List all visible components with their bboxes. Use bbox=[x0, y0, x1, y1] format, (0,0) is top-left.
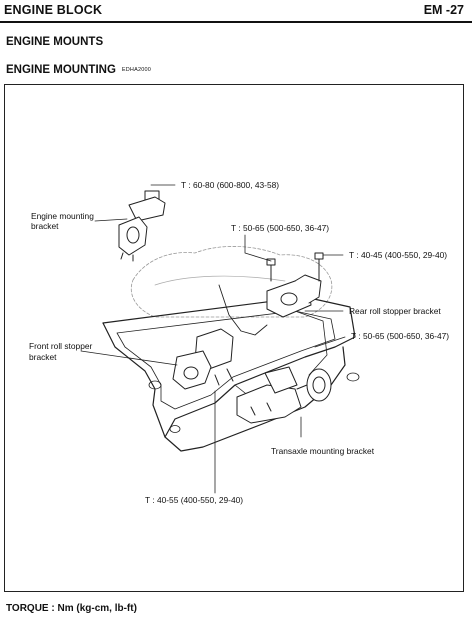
subframe-center-tube bbox=[218, 284, 268, 336]
engine-mount-illustration bbox=[80, 184, 360, 494]
engine-outline bbox=[130, 246, 333, 318]
subsection-heading: ENGINE MOUNTING EDHA2000 bbox=[6, 64, 151, 76]
label-torque-top: T : 60-80 (600-800, 43-58) bbox=[181, 180, 280, 190]
label-engine-bracket-line2: bracket bbox=[31, 221, 59, 231]
label-torque-right2: T : 50-65 (500-650, 36-47) bbox=[351, 331, 450, 341]
leader-torque-mid bbox=[244, 234, 272, 262]
diagram-frame: T : 60-80 (600-800, 43-58) Engine mounti… bbox=[4, 84, 464, 592]
subframe-brace bbox=[294, 310, 328, 376]
page-header: ENGINE BLOCK EM -27 bbox=[0, 0, 472, 23]
subframe-hole-1 bbox=[148, 380, 162, 390]
label-front-roll-line2: bracket bbox=[29, 352, 57, 362]
label-engine-bracket-line1: Engine mounting bbox=[31, 211, 94, 221]
rear-roll-stopper-part bbox=[266, 252, 324, 318]
section-heading: ENGINE MOUNTS bbox=[6, 36, 104, 48]
subframe-front-rail bbox=[102, 322, 166, 438]
engine-mounting-bracket-part bbox=[118, 190, 166, 262]
header-section-title: ENGINE BLOCK bbox=[4, 3, 103, 17]
label-torque-bottom: T : 40-55 (400-550, 29-40) bbox=[145, 495, 244, 505]
leader-torque-right2 bbox=[314, 336, 346, 348]
subframe-inner bbox=[116, 310, 336, 410]
subframe-hole-2 bbox=[169, 425, 181, 433]
leader-engine-bracket bbox=[94, 218, 128, 222]
label-torque-mid: T : 50-65 (500-650, 36-47) bbox=[231, 223, 330, 233]
transaxle-mounting-part bbox=[236, 366, 332, 424]
subframe-hole-3 bbox=[346, 372, 360, 382]
engine-inner-line bbox=[154, 275, 286, 286]
leader-front-roll bbox=[80, 350, 178, 366]
front-roll-stopper-part bbox=[172, 328, 234, 390]
label-transaxle-bracket: Transaxle mounting bracket bbox=[271, 446, 375, 456]
torque-units-note: TORQUE : Nm (kg-cm, lb-ft) bbox=[6, 603, 137, 614]
label-front-roll-line1: Front roll stopper bbox=[29, 341, 93, 351]
subsection-title: ENGINE MOUNTING bbox=[6, 64, 116, 76]
label-rear-roll-stopper: Rear roll stopper bracket bbox=[349, 306, 441, 316]
document-code: EDHA2000 bbox=[121, 66, 152, 73]
header-rule bbox=[0, 21, 472, 23]
label-torque-right: T : 40-45 (400-550, 29-40) bbox=[349, 250, 448, 260]
header-page-number: EM -27 bbox=[423, 3, 464, 17]
